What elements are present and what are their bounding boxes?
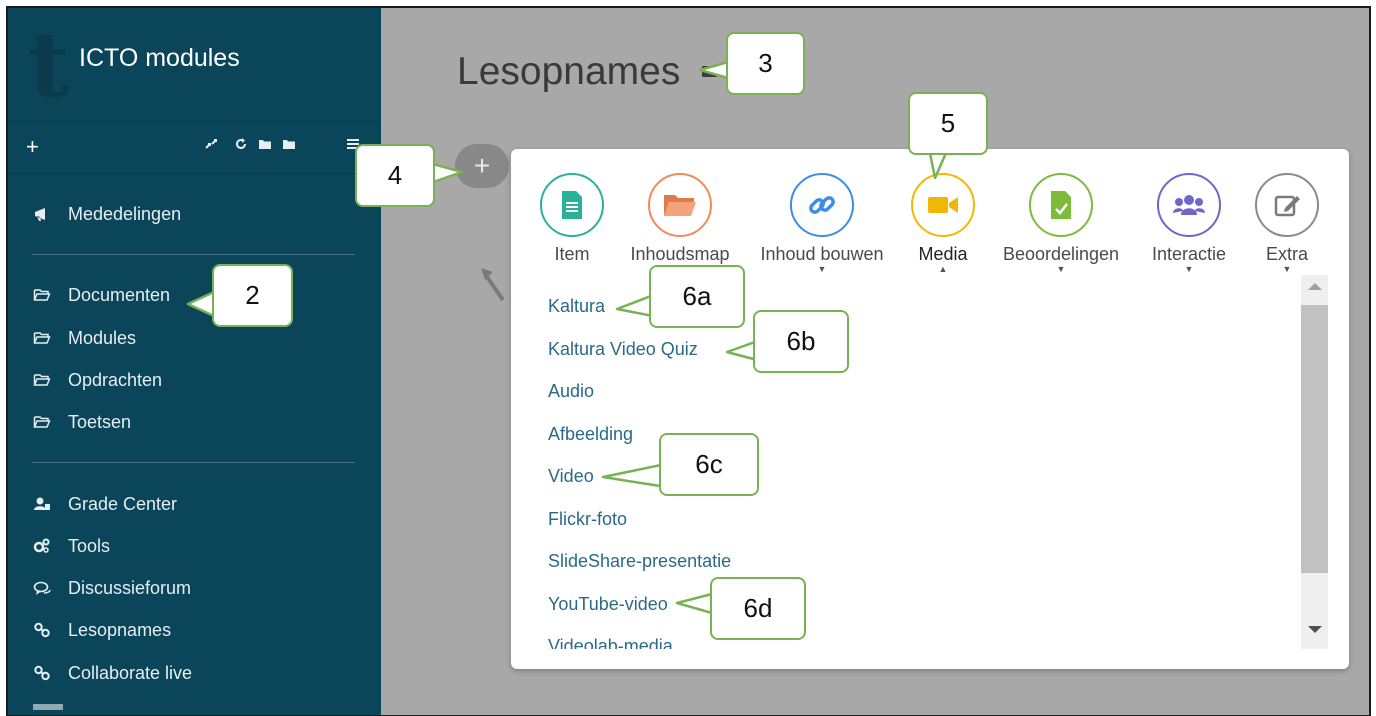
callout-4: 4: [355, 144, 435, 207]
callout-6c: 6c: [659, 433, 759, 496]
callout-6b: 6b: [753, 310, 849, 373]
callout-6d: 6d: [710, 577, 806, 640]
callout-5: 5: [908, 92, 988, 155]
callout-6a: 6a: [649, 265, 745, 328]
callout-3: 3: [726, 32, 805, 95]
callout-2: 2: [212, 264, 293, 327]
